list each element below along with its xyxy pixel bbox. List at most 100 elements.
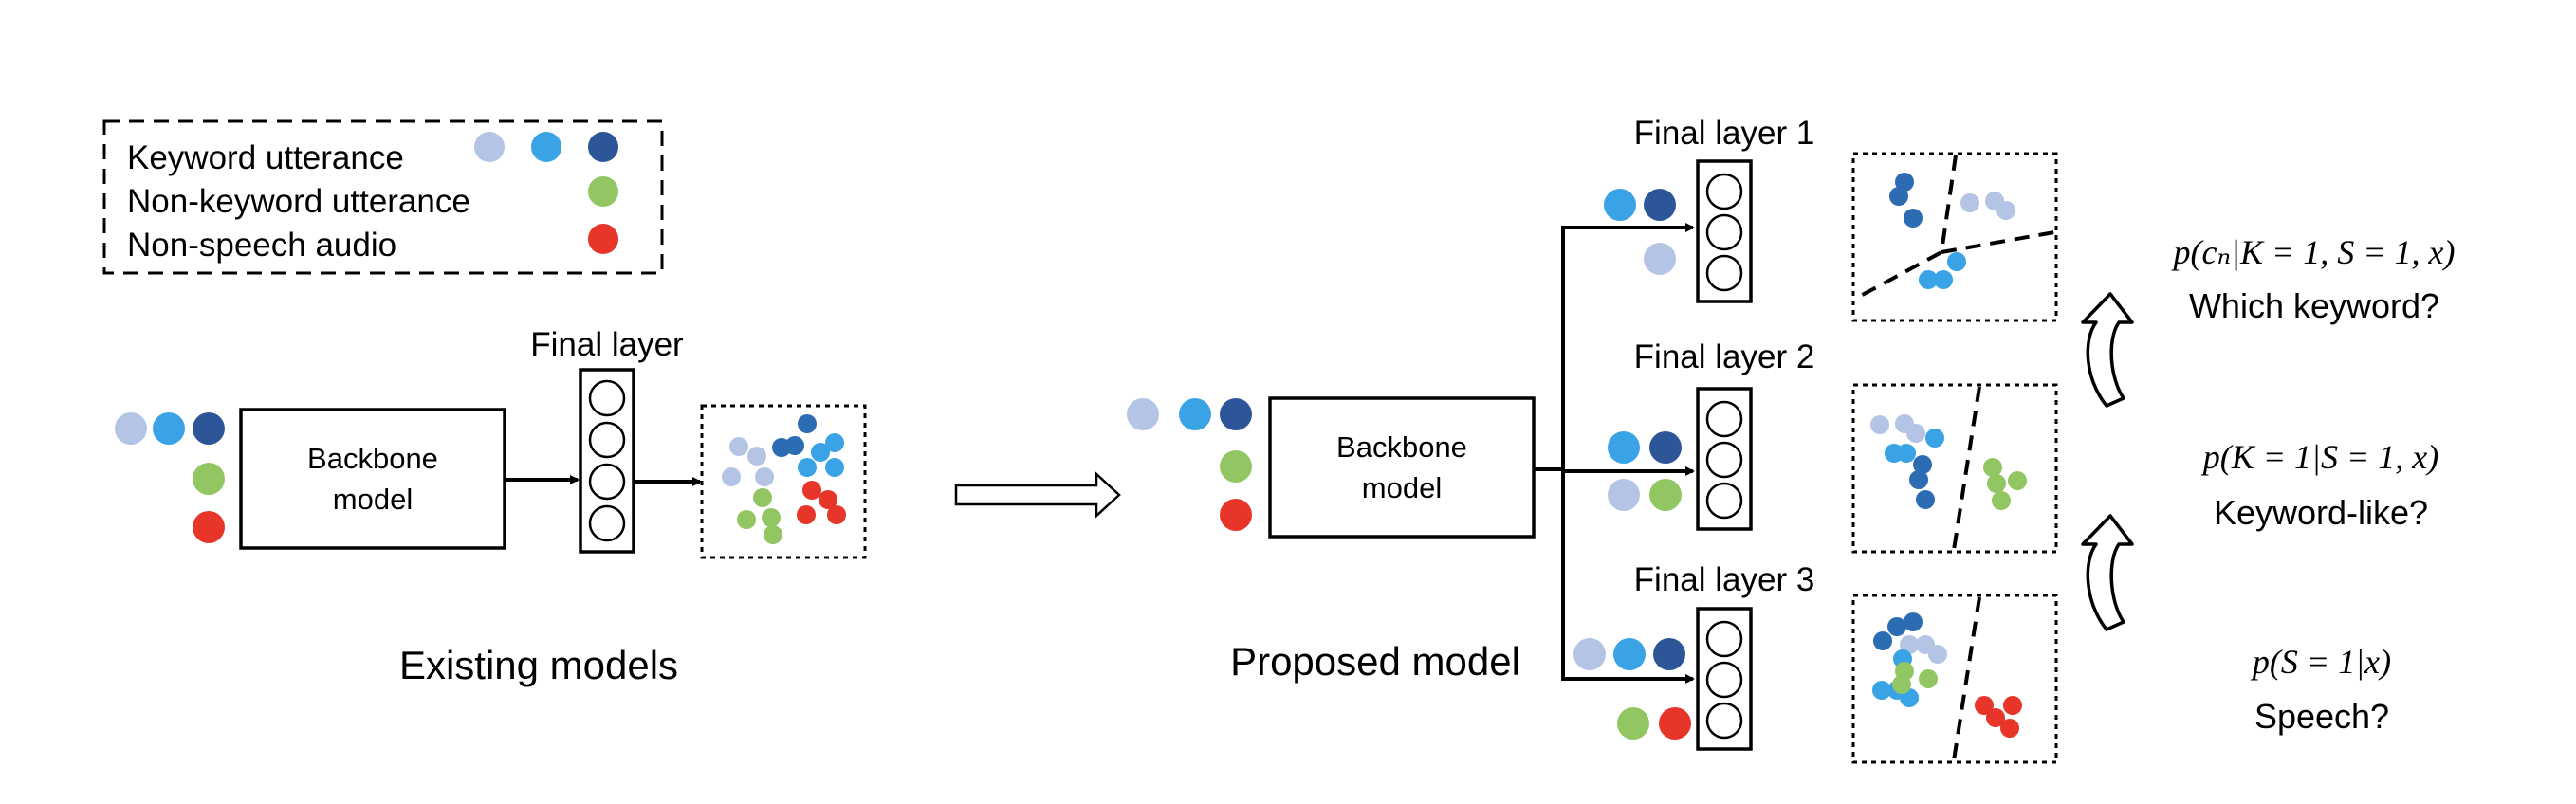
- existing-final-layer-label: Final layer: [530, 326, 684, 363]
- proposed-backbone-label-1: Backbone: [1336, 430, 1467, 464]
- head-3-label: Final layer 3: [1634, 561, 1815, 598]
- embedding-point: [1925, 429, 1944, 448]
- legend-frame: [102, 119, 664, 275]
- head-1-neuron: [1705, 173, 1743, 210]
- embedding-point: [1916, 490, 1935, 509]
- existing-final-layer-box: [579, 368, 635, 554]
- head-2: Final layer 2: [1608, 338, 1814, 531]
- embedding-point: [797, 505, 816, 524]
- head-3-dot-light-blue: [1573, 638, 1606, 670]
- head-2-neuron: [1705, 441, 1743, 479]
- curved-arrow-upper: [2081, 292, 2134, 408]
- embedding-point: [737, 510, 756, 529]
- head-3-question: Speech?: [2254, 697, 2389, 736]
- legend-non-speech-label: Non-speech audio: [127, 227, 396, 264]
- legend-light-blue-dot: [474, 132, 505, 162]
- embedding-point: [1906, 424, 1925, 443]
- head-1: Final layer 1: [1604, 115, 1815, 303]
- proposed-backbone-box: [1268, 396, 1536, 539]
- existing-caption: Existing models: [399, 643, 678, 687]
- input-dot-sky-blue: [1179, 398, 1211, 430]
- legend-red-dot: [588, 224, 618, 254]
- embedding-point: [1892, 675, 1911, 694]
- embedding-point: [1897, 444, 1916, 463]
- existing-embedding-points: [722, 414, 846, 544]
- head-3-neuron: [1705, 661, 1743, 699]
- embedding-point: [1960, 193, 1979, 212]
- head-3-dot-red: [1659, 707, 1691, 740]
- existing-neuron-2: [588, 421, 626, 459]
- embedding-point: [1887, 617, 1906, 636]
- legend-non-keyword-label: Non-keyword utterance: [127, 183, 470, 220]
- embedding-point: [755, 467, 774, 486]
- embedding-point: [1870, 415, 1889, 434]
- input-dot-green: [1220, 450, 1252, 483]
- head-1-dot-dark-blue: [1644, 189, 1676, 221]
- embedding-point: [753, 488, 772, 507]
- head-1-neuron: [1705, 213, 1743, 251]
- head-1-dot-sky-blue: [1604, 189, 1636, 221]
- embedding-point: [1873, 631, 1892, 650]
- legend: Keyword utterance Non-keyword utterance …: [102, 119, 664, 275]
- embedding-point: [2008, 471, 2027, 490]
- head-3-dot-green: [1617, 707, 1649, 740]
- embedding-point: [2003, 696, 2022, 715]
- proposed-backbone-label-2: model: [1362, 471, 1442, 504]
- legend-sky-blue-dot: [531, 132, 561, 162]
- head-1-embedding-space: [1851, 152, 2058, 322]
- head-2-neuron: [1705, 400, 1743, 438]
- head-1-dot-light-blue: [1644, 243, 1676, 275]
- head-2-dot-green: [1649, 479, 1682, 511]
- embedding-point: [1928, 645, 1947, 664]
- input-dot-light-blue: [1127, 398, 1159, 430]
- legend-keyword-label: Keyword utterance: [127, 139, 404, 176]
- embedding-point: [1919, 669, 1938, 688]
- head-2-final-layer-box: [1696, 387, 1753, 531]
- embedding-point: [2000, 719, 2019, 738]
- embedding-point: [802, 481, 821, 500]
- head-3-embedding-space: [1851, 594, 2058, 764]
- embedding-point: [1895, 173, 1914, 192]
- existing-backbone-label-1: Backbone: [307, 442, 438, 475]
- embedding-point: [764, 525, 782, 544]
- head-2-dot-light-blue: [1608, 479, 1640, 511]
- head-2-embedding-frame: [1851, 383, 2058, 554]
- proposed-caption: Proposed model: [1230, 639, 1520, 684]
- embedding-point: [1975, 696, 1994, 715]
- head-3-final-layer-box: [1696, 607, 1753, 751]
- embedding-point: [1983, 458, 2002, 477]
- input-dot-green: [193, 463, 225, 495]
- embedding-point: [1872, 681, 1891, 700]
- embedding-point: [1987, 474, 2006, 493]
- input-dot-red: [193, 511, 225, 543]
- embedding-point: [747, 447, 766, 466]
- head-1-embedding-frame: [1851, 152, 2058, 322]
- embedding-point: [1889, 187, 1908, 206]
- embedding-point: [1986, 708, 2005, 727]
- head-2-question: Keyword-like?: [2214, 493, 2428, 532]
- embedding-point: [1909, 470, 1928, 489]
- embedding-point: [1996, 201, 2015, 220]
- head-1-decision-boundary: [1856, 155, 2055, 300]
- head-3-embedding-frame: [1851, 594, 2058, 764]
- proposed-model: Backbone model Final layer 1 Final layer…: [1127, 115, 2456, 764]
- embedding-point: [798, 414, 817, 433]
- existing-embedding-space: [700, 404, 867, 559]
- head-3-dot-dark-blue: [1653, 638, 1685, 670]
- legend-dark-blue-dot: [588, 132, 618, 162]
- embedding-point: [729, 437, 748, 456]
- embedding-point: [1904, 209, 1923, 228]
- embedding-point: [825, 458, 844, 477]
- curved-arrow-lower: [2081, 514, 2134, 631]
- head-1-final-layer-box: [1696, 159, 1753, 303]
- hierarchy-arrows: [2081, 292, 2134, 631]
- head-2-dot-dark-blue: [1649, 431, 1682, 464]
- head-1-label: Final layer 1: [1634, 115, 1815, 152]
- legend-green-dot: [588, 176, 618, 207]
- head-3-neuron: [1705, 620, 1743, 658]
- input-dot-sky-blue: [153, 412, 185, 445]
- head-2-formula: p(K = 1|S = 1, x): [2200, 438, 2438, 476]
- existing-backbone-label-2: model: [333, 483, 413, 516]
- input-dot-dark-blue: [1220, 398, 1252, 430]
- existing-neuron-3: [588, 463, 626, 501]
